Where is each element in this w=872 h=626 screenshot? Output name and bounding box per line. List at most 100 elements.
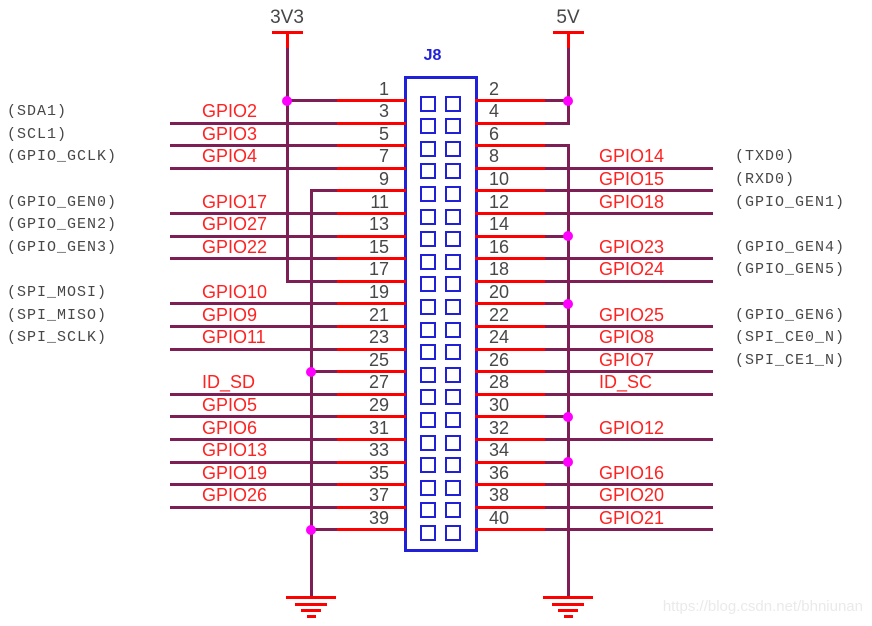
- net-label: GPIO8: [599, 327, 655, 348]
- net-label: GPIO5: [202, 394, 258, 415]
- ground-symbol-right-bar: [552, 603, 584, 606]
- wire-segment: [545, 121, 570, 125]
- connector-pin-square: [420, 118, 436, 135]
- connector-pin-square: [445, 118, 461, 135]
- pin-number: 22: [489, 304, 510, 325]
- ground-symbol-right-bar: [563, 615, 573, 618]
- pin-number: 18: [489, 259, 510, 280]
- pin-number: 35: [368, 462, 389, 483]
- connector-pin-square: [420, 502, 436, 519]
- pin-stub: [475, 189, 545, 193]
- pin-number: 8: [489, 146, 500, 167]
- pin-stub: [337, 460, 406, 464]
- pin-stub: [475, 257, 545, 261]
- junction-dot: [563, 411, 573, 422]
- net-label: GPIO6: [202, 417, 258, 438]
- signal-name: (GPIO_GEN5): [735, 261, 846, 279]
- connector-designator: J8: [423, 47, 442, 64]
- connector-pin-square: [445, 298, 461, 315]
- signal-name: (GPIO_GEN4): [735, 238, 846, 256]
- pin-number: 38: [489, 485, 510, 506]
- rail-3v3: [285, 47, 289, 283]
- pin-stub: [475, 370, 545, 374]
- wire-segment: [170, 121, 339, 125]
- pin-number: 7: [378, 146, 389, 167]
- pin-stub: [475, 528, 545, 532]
- connector-pin-square: [420, 366, 436, 383]
- junction-dot: [306, 366, 316, 377]
- pin-number: 3: [378, 101, 389, 122]
- pin-stub: [475, 279, 545, 283]
- connector-pin-square: [420, 298, 436, 315]
- junction-dot: [563, 231, 573, 242]
- junction-dot: [282, 95, 292, 106]
- pin-stub: [475, 234, 545, 238]
- ground-symbol-left-bar: [306, 615, 316, 618]
- connector-pin-square: [445, 524, 461, 541]
- net-label: GPIO3: [202, 123, 258, 144]
- power-symbol-3v3-stub: [285, 33, 289, 48]
- wire-segment: [170, 302, 339, 306]
- pin-number: 36: [489, 462, 510, 483]
- power-symbol-5v-stub: [566, 33, 570, 48]
- wire-segment: [545, 438, 713, 441]
- connector-pin-square: [420, 457, 436, 474]
- pin-number: 25: [368, 349, 389, 370]
- pin-number: 21: [368, 304, 389, 325]
- pin-number: 2: [489, 78, 500, 99]
- rail-gnd-right: [566, 144, 570, 597]
- wire-segment: [170, 438, 339, 441]
- wire-segment: [309, 370, 339, 374]
- wire-segment: [170, 392, 339, 396]
- net-label: GPIO11: [202, 327, 266, 348]
- wire-segment: [309, 528, 339, 532]
- net-label: GPIO13: [202, 440, 268, 461]
- pin-number: 16: [489, 236, 510, 257]
- wire-segment: [545, 99, 570, 102]
- wire-segment: [545, 325, 713, 328]
- wire-segment: [545, 347, 713, 351]
- wire-segment: [170, 460, 339, 464]
- net-label: ID_SD: [202, 372, 256, 393]
- net-label: GPIO23: [599, 236, 665, 257]
- net-label: GPIO4: [202, 146, 258, 167]
- wire-segment: [170, 347, 339, 351]
- wire-segment: [545, 370, 713, 374]
- pin-number: 29: [368, 394, 389, 415]
- connector-pin-square: [445, 208, 461, 225]
- pin-number: 23: [368, 327, 389, 348]
- connector-pin-square: [420, 231, 436, 248]
- wire-segment: [170, 257, 339, 261]
- pin-stub: [337, 392, 406, 396]
- wire-segment: [170, 166, 339, 170]
- pin-stub: [475, 460, 545, 464]
- wire-segment: [170, 212, 339, 215]
- pin-stub: [337, 347, 406, 351]
- connector-pin-square: [445, 185, 461, 202]
- signal-name: (GPIO_GEN3): [7, 238, 118, 256]
- pin-stub: [475, 415, 545, 419]
- connector-pin-square: [420, 524, 436, 541]
- connector-pin-square: [420, 411, 436, 428]
- junction-dot: [563, 298, 573, 309]
- connector-pin-square: [420, 95, 436, 112]
- wire-segment: [170, 415, 339, 419]
- pin-number: 14: [489, 214, 510, 235]
- junction-dot: [563, 457, 573, 468]
- signal-name: (RXD0): [735, 170, 796, 188]
- connector-pin-square: [445, 411, 461, 428]
- pin-number: 6: [489, 123, 500, 144]
- connector-pin-square: [445, 366, 461, 383]
- pin-stub: [475, 392, 545, 396]
- pin-stub: [337, 505, 406, 509]
- pin-number: 11: [370, 191, 389, 212]
- pin-number: 40: [489, 507, 510, 528]
- wire-segment: [545, 415, 570, 419]
- ground-symbol-left-bar: [286, 596, 336, 599]
- rail-gnd-left: [309, 189, 313, 597]
- pin-stub: [337, 302, 406, 306]
- pin-number: 9: [378, 168, 389, 189]
- pin-stub: [475, 302, 545, 306]
- net-label: GPIO18: [599, 191, 665, 212]
